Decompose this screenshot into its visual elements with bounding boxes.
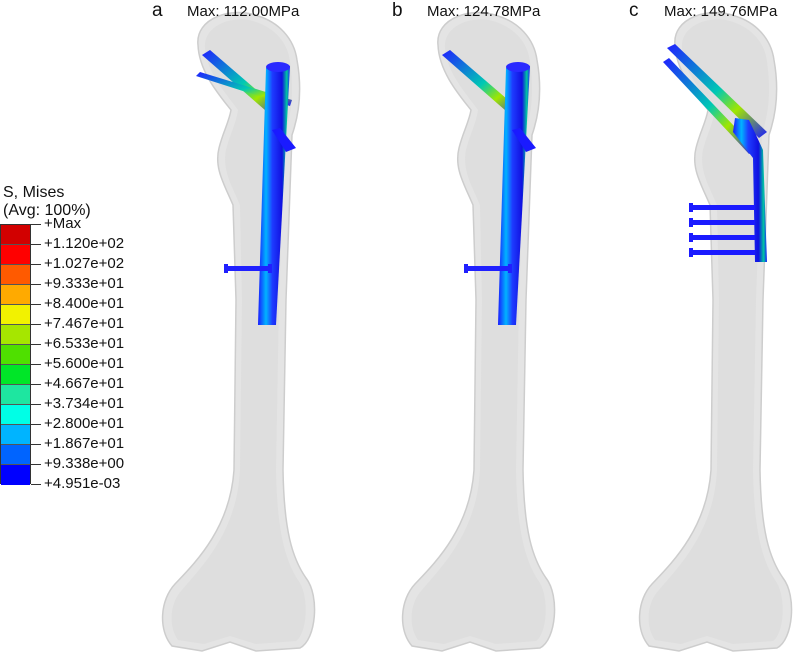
legend-band	[1, 365, 30, 385]
legend-band	[1, 345, 30, 365]
distal-locking-screw	[464, 266, 512, 271]
screw-end	[268, 264, 272, 273]
legend-tick	[31, 384, 41, 385]
legend-band	[1, 225, 30, 245]
legend-label: +9.338e+00	[44, 455, 125, 472]
legend-band	[1, 325, 30, 345]
legend-title: S, Mises	[3, 184, 65, 201]
legend-tick	[31, 284, 41, 285]
panel-letter: a	[152, 0, 163, 21]
panel-letter: b	[392, 0, 403, 21]
legend-subtitle: (Avg: 100%)	[3, 202, 91, 219]
legend-band	[1, 425, 30, 445]
legend-label: +Max	[44, 215, 82, 232]
legend-band	[1, 405, 30, 425]
legend-band	[1, 445, 30, 465]
femur-model	[401, 11, 556, 652]
legend-band	[1, 305, 30, 325]
legend-label: +8.400e+01	[44, 295, 125, 312]
screw-head	[464, 264, 468, 273]
lag-screw	[442, 50, 522, 118]
blade-tip	[512, 128, 536, 152]
cortical-screw	[689, 250, 755, 255]
legend-tick	[31, 324, 41, 325]
cortical-screw	[689, 205, 755, 210]
legend-label: +1.867e+01	[44, 435, 125, 452]
blade-tip	[272, 128, 296, 152]
legend-band	[1, 285, 30, 305]
nail-cap	[266, 62, 290, 72]
legend-band	[1, 385, 30, 405]
legend-tick	[31, 344, 41, 345]
proximal-locking-screw	[667, 44, 767, 138]
legend-tick	[31, 304, 41, 305]
legend-tick	[31, 404, 41, 405]
legend-band	[1, 245, 30, 265]
legend-label: +1.027e+02	[44, 255, 125, 272]
screw-tip	[689, 233, 693, 242]
stress-color-bar	[0, 224, 31, 485]
legend-tick	[31, 244, 41, 245]
legend-label: +3.734e+01	[44, 395, 125, 412]
legend-band	[1, 465, 30, 485]
locking-plate	[733, 118, 767, 262]
legend-tick	[31, 464, 41, 465]
legend-tick	[31, 364, 41, 365]
lag-screw	[202, 50, 282, 118]
legend-tick	[31, 484, 41, 485]
legend-tick	[31, 224, 41, 225]
legend-label: +9.333e+01	[44, 275, 125, 292]
max-stress-label: Max: 124.78MPa	[427, 3, 541, 20]
legend-label: +1.120e+02	[44, 235, 125, 252]
legend-label: +5.600e+01	[44, 355, 125, 372]
femur-model	[161, 11, 316, 652]
max-stress-label: Max: 149.76MPa	[664, 3, 778, 20]
cortical-screw	[689, 220, 755, 225]
legend-label: +4.951e-03	[44, 475, 121, 492]
legend-label: +2.800e+01	[44, 415, 125, 432]
screw-end	[508, 264, 512, 273]
distal-locking-screw	[224, 266, 272, 271]
legend-band	[1, 265, 30, 285]
panel-letter: c	[629, 0, 639, 21]
legend-tick	[31, 264, 41, 265]
screw-head	[224, 264, 228, 273]
femur-canal	[648, 19, 783, 645]
legend-label: +4.667e+01	[44, 375, 125, 392]
screw-tip	[689, 203, 693, 212]
legend-tick	[31, 424, 41, 425]
legend-tick	[31, 444, 41, 445]
max-stress-label: Max: 112.00MPa	[187, 3, 300, 20]
screw-tip	[689, 218, 693, 227]
legend-label: +7.467e+01	[44, 315, 125, 332]
cortical-screw	[689, 235, 755, 240]
nail-cap	[506, 62, 530, 72]
femur-model	[638, 11, 793, 652]
legend-label: +6.533e+01	[44, 335, 125, 352]
screw-tip	[689, 248, 693, 257]
